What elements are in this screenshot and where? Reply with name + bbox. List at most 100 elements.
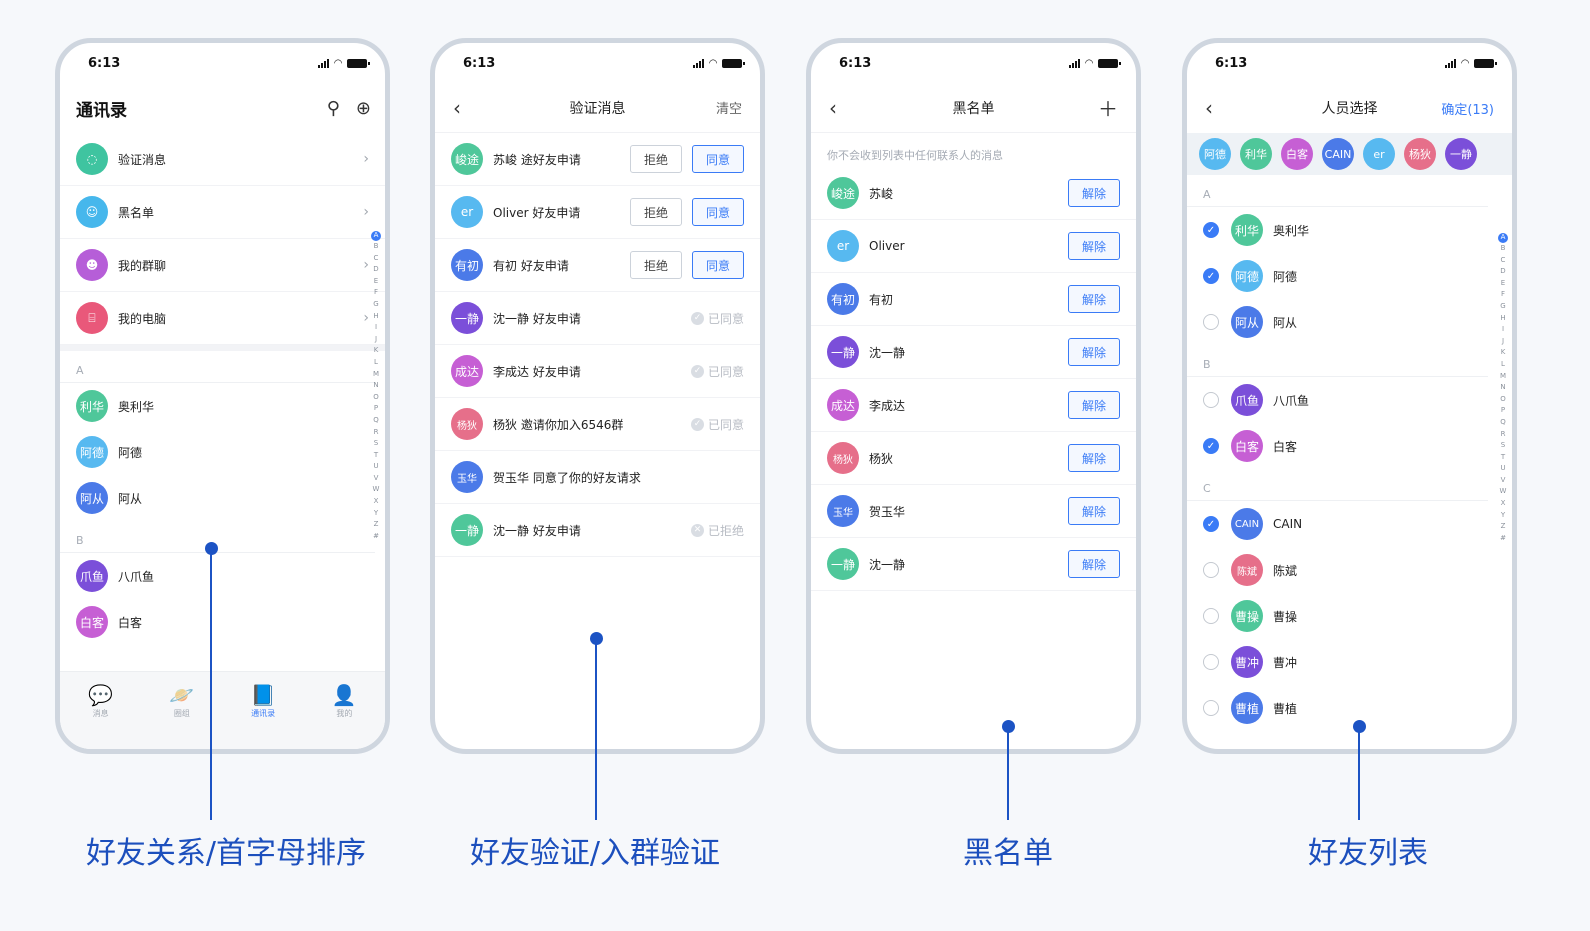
index-letter[interactable]: U <box>1500 464 1506 473</box>
index-letter[interactable]: E <box>1500 278 1506 287</box>
remove-button[interactable]: 解除 <box>1068 497 1120 525</box>
index-letter[interactable]: I <box>1501 325 1505 334</box>
index-letter[interactable]: V <box>373 473 379 482</box>
agree-button[interactable]: 同意 <box>692 198 744 226</box>
checkbox-unchecked-icon[interactable] <box>1203 392 1219 408</box>
back-arrow-icon[interactable]: ‹ <box>829 95 837 120</box>
reject-button[interactable]: 拒绝 <box>630 145 682 173</box>
remove-button[interactable]: 解除 <box>1068 179 1120 207</box>
index-letter[interactable]: T <box>373 450 379 459</box>
tab-contacts-book[interactable]: 📘通讯录 <box>238 682 288 749</box>
checkbox-checked-icon[interactable]: ✓ <box>1203 438 1219 454</box>
add-icon[interactable]: ＋ <box>1098 97 1118 121</box>
index-letter[interactable]: O <box>373 392 379 401</box>
index-letter[interactable]: K <box>1500 348 1506 357</box>
contact-row[interactable]: 利华奥利华 <box>60 383 385 429</box>
index-letter[interactable]: S <box>373 439 379 448</box>
index-letter[interactable]: Y <box>1500 510 1506 519</box>
select-row[interactable]: ✓白客白客 <box>1187 423 1512 469</box>
index-letter[interactable]: W <box>372 485 380 494</box>
index-letter[interactable]: J <box>1501 336 1505 345</box>
checkbox-unchecked-icon[interactable] <box>1203 314 1219 330</box>
menu-item[interactable]: ☺黑名单› <box>60 186 385 239</box>
clear-button[interactable]: 清空 <box>715 102 742 117</box>
checkbox-checked-icon[interactable]: ✓ <box>1203 222 1219 238</box>
back-arrow-icon[interactable]: ‹ <box>453 95 461 120</box>
index-letter[interactable]: Z <box>373 520 379 529</box>
menu-item[interactable]: ⌸我的电脑› <box>60 292 385 345</box>
index-letter[interactable]: # <box>1500 533 1506 542</box>
reject-button[interactable]: 拒绝 <box>630 251 682 279</box>
tab-planet[interactable]: 🪐圈组 <box>157 682 207 749</box>
index-letter[interactable]: F <box>1500 290 1506 299</box>
index-letter[interactable]: M <box>372 369 380 378</box>
confirm-button[interactable]: 确定(13) <box>1441 102 1494 118</box>
index-letter[interactable]: P <box>1500 406 1506 415</box>
index-letter[interactable]: V <box>1500 475 1506 484</box>
remove-button[interactable]: 解除 <box>1068 444 1120 472</box>
index-letter[interactable]: D <box>373 265 379 274</box>
menu-item[interactable]: ☻我的群聊› <box>60 239 385 292</box>
index-letter[interactable]: H <box>373 311 379 320</box>
index-letter[interactable]: M <box>1499 371 1507 380</box>
index-letter[interactable]: C <box>373 253 379 262</box>
add-circle-icon[interactable]: ⊕ <box>355 97 371 119</box>
index-letter[interactable]: B <box>1500 244 1506 252</box>
remove-button[interactable]: 解除 <box>1068 338 1120 366</box>
selected-avatar[interactable]: 利华 <box>1240 138 1272 170</box>
index-letter[interactable]: A <box>371 231 381 241</box>
index-letter[interactable]: F <box>373 288 379 297</box>
index-letter[interactable]: E <box>373 276 379 285</box>
checkbox-unchecked-icon[interactable] <box>1203 654 1219 670</box>
index-letter[interactable]: R <box>1500 429 1506 438</box>
select-row[interactable]: ✓利华奥利华 <box>1187 207 1512 253</box>
agree-button[interactable]: 同意 <box>692 145 744 173</box>
selected-avatar[interactable]: 杨狄 <box>1404 138 1436 170</box>
index-letter[interactable]: J <box>374 334 378 343</box>
index-letter[interactable]: X <box>373 497 379 506</box>
select-row[interactable]: ✓阿德阿德 <box>1187 253 1512 299</box>
tab-person[interactable]: 👤我的 <box>319 682 369 749</box>
index-letter[interactable]: Y <box>373 508 379 517</box>
contact-row[interactable]: 白客白客 <box>60 599 385 645</box>
checkbox-checked-icon[interactable]: ✓ <box>1203 516 1219 532</box>
index-letter[interactable]: I <box>374 323 378 332</box>
select-row[interactable]: 陈斌陈斌 <box>1187 547 1512 593</box>
reject-button[interactable]: 拒绝 <box>630 198 682 226</box>
selected-avatar[interactable]: CAIN <box>1322 138 1354 170</box>
contact-row[interactable]: 爪鱼八爪鱼 <box>60 553 385 599</box>
index-letter[interactable]: X <box>1500 499 1506 508</box>
index-letter[interactable]: # <box>373 531 379 540</box>
index-letter[interactable]: A <box>1498 233 1508 243</box>
index-letter[interactable]: G <box>373 299 379 308</box>
selected-avatar[interactable]: 一静 <box>1445 138 1477 170</box>
remove-button[interactable]: 解除 <box>1068 391 1120 419</box>
select-row[interactable]: 曹植曹植 <box>1187 685 1512 731</box>
checkbox-unchecked-icon[interactable] <box>1203 562 1219 578</box>
index-letter[interactable]: N <box>1500 383 1506 392</box>
menu-item[interactable]: ◌验证消息› <box>60 133 385 186</box>
index-letter[interactable]: W <box>1499 487 1507 496</box>
index-letter[interactable]: N <box>373 381 379 390</box>
index-letter[interactable]: D <box>1500 267 1506 276</box>
index-letter[interactable]: Q <box>1500 417 1506 426</box>
index-letter[interactable]: K <box>373 346 379 355</box>
checkbox-unchecked-icon[interactable] <box>1203 700 1219 716</box>
selected-avatar[interactable]: 白客 <box>1281 138 1313 170</box>
index-letter[interactable]: C <box>1500 255 1506 264</box>
select-row[interactable]: 曹冲曹冲 <box>1187 639 1512 685</box>
index-letter[interactable]: R <box>373 427 379 436</box>
selected-avatar[interactable]: er <box>1363 138 1395 170</box>
search-icon[interactable]: ⚲ <box>326 97 340 119</box>
tab-chat[interactable]: 💬消息 <box>76 682 126 749</box>
index-letter[interactable]: O <box>1500 394 1506 403</box>
index-letter[interactable]: Q <box>373 415 379 424</box>
index-letter[interactable]: P <box>373 404 379 413</box>
index-letter[interactable]: U <box>373 462 379 471</box>
checkbox-unchecked-icon[interactable] <box>1203 608 1219 624</box>
checkbox-checked-icon[interactable]: ✓ <box>1203 268 1219 284</box>
index-letter[interactable]: L <box>374 357 378 366</box>
select-row[interactable]: 曹操曹操 <box>1187 593 1512 639</box>
